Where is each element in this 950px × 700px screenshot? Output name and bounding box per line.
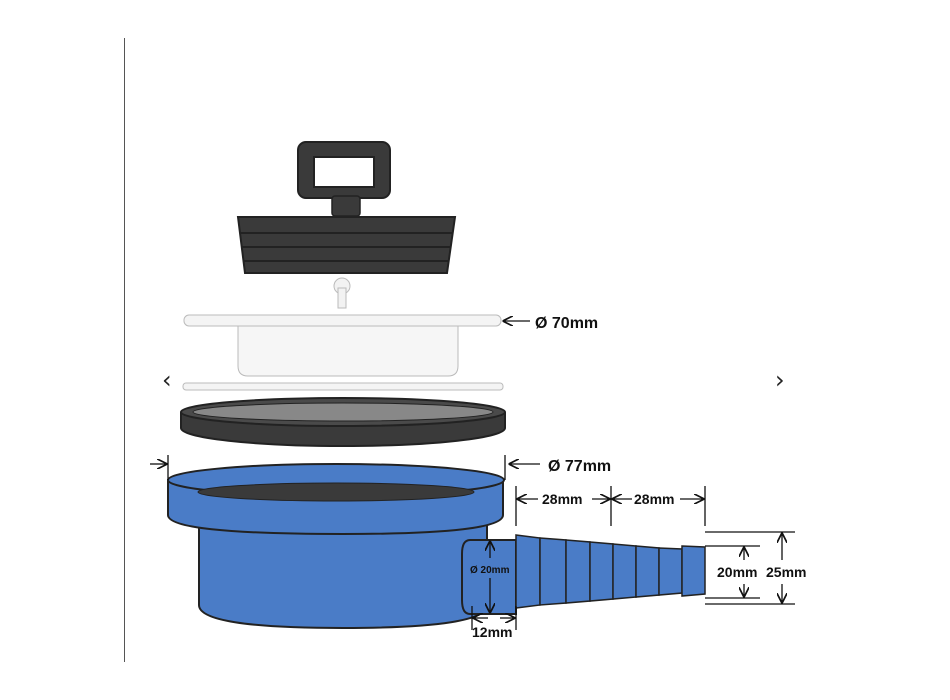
rubber-plug	[236, 141, 457, 274]
clear-ring	[182, 382, 504, 391]
stub-length-label: 12mm	[472, 624, 512, 640]
hose-barb	[515, 534, 706, 609]
small-diameter-label: 20mm	[717, 564, 757, 580]
left-divider	[124, 38, 125, 662]
length-a-label: 28mm	[542, 491, 582, 507]
blue-tank	[167, 463, 517, 630]
diameter-70-label: Ø 70mm	[535, 315, 598, 332]
center-peg	[333, 277, 351, 309]
clear-lid	[183, 314, 502, 377]
large-diameter-label: 25mm	[766, 564, 806, 580]
inlet-diameter-label: Ø 20mm	[470, 565, 510, 576]
diameter-77-label: Ø 77mm	[548, 458, 611, 475]
length-b-label: 28mm	[634, 491, 674, 507]
previous-image-button[interactable]: ‹	[162, 366, 172, 394]
black-gasket	[180, 397, 506, 447]
dimension-lines	[150, 321, 795, 630]
next-image-button[interactable]: ›	[775, 366, 785, 394]
